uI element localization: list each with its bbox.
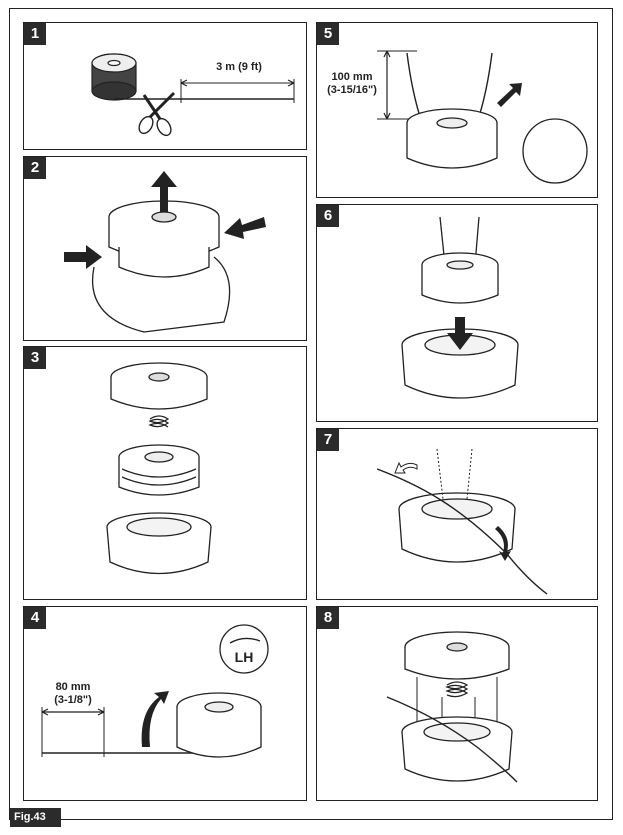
scissors-icon [138, 91, 176, 137]
base-housing-icon [401, 328, 519, 399]
arrow-icon [495, 526, 511, 561]
spool-icon [406, 108, 498, 169]
figure-label: Fig.43 [10, 808, 61, 827]
trimmer-head-icon [110, 362, 208, 410]
arrow-icon [497, 83, 522, 107]
arrow-icon [64, 171, 266, 269]
step-number: 1 [24, 23, 46, 45]
step-panel-3: 3 [23, 346, 307, 600]
spool-icon [176, 692, 262, 758]
base-housing-icon [398, 492, 516, 563]
arrow-icon [394, 461, 418, 474]
step-panel-2: 2 [23, 156, 307, 341]
spool-icon [421, 252, 499, 304]
spool-icon [118, 444, 200, 496]
step-number: 6 [317, 205, 339, 227]
step-panel-6: 6 [316, 204, 598, 422]
arrow-icon [447, 317, 473, 350]
measure-label: 3 m (9 ft) [216, 61, 262, 73]
step-number: 5 [317, 23, 339, 45]
lh-mark: LH [234, 649, 254, 665]
line-spool-icon [91, 53, 295, 137]
step-number: 4 [24, 607, 46, 629]
spring-icon [148, 415, 170, 428]
measure-label: 80 mm (3-1/8") [54, 681, 92, 706]
base-housing-icon [401, 716, 513, 782]
step-number: 3 [24, 347, 46, 369]
step-number: 7 [317, 429, 339, 451]
step-panel-8: 8 [316, 606, 598, 801]
step-number: 2 [24, 157, 46, 179]
figure-frame [9, 8, 613, 820]
step-number: 8 [317, 607, 339, 629]
step-panel-5: 5 100 mm (3-15/16") [316, 22, 598, 198]
line-icon [386, 696, 518, 783]
trimmer-head-icon [64, 171, 266, 333]
line-icon [376, 448, 548, 595]
step-panel-1: 1 3 m (9 ft) [23, 22, 307, 150]
step-panel-7: 7 [316, 428, 598, 600]
arrow-icon [141, 691, 169, 747]
spring-icon [445, 681, 469, 698]
trimmer-head-icon [404, 631, 510, 680]
base-housing-icon [106, 512, 212, 575]
measure-label: 100 mm (3-15/16") [327, 71, 377, 96]
step-panel-4: 4 80 mm (3-1/8") LH [23, 606, 307, 801]
